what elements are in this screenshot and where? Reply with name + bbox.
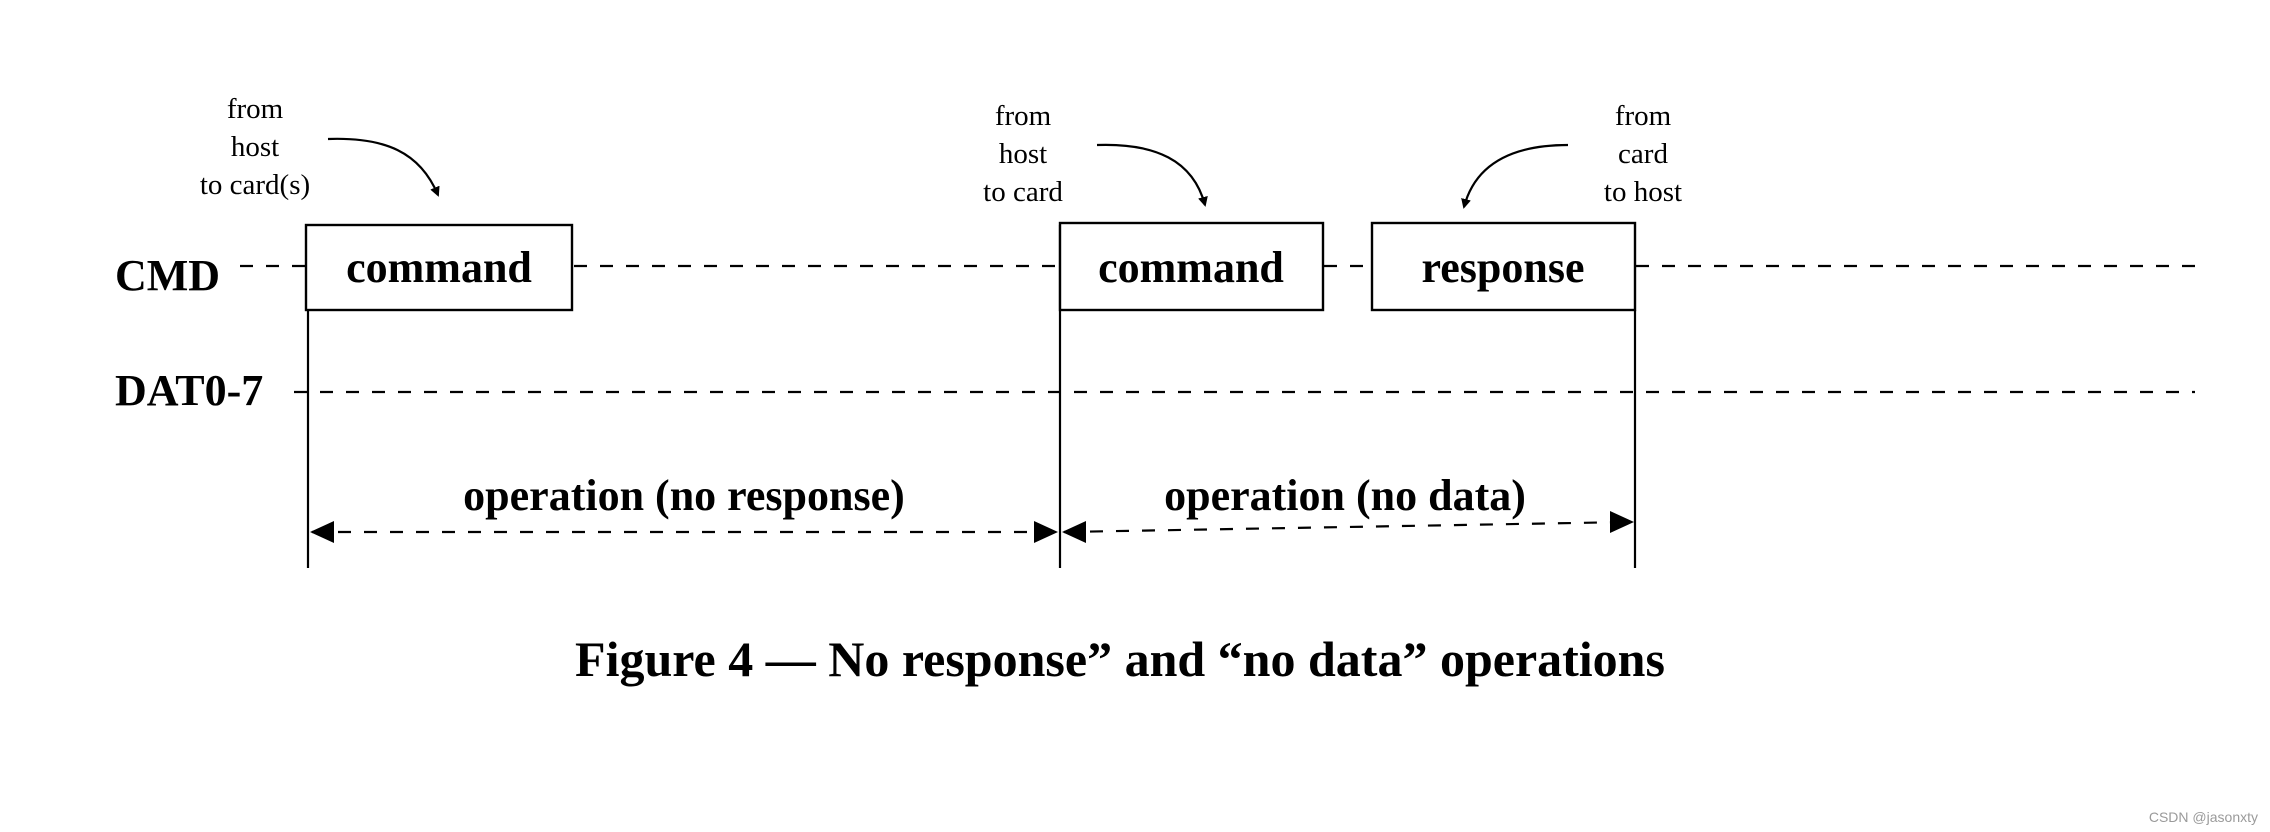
operation-no-response: operation (no response) (310, 471, 1058, 543)
note-line: from (227, 93, 284, 125)
command-box-2: command (1058, 221, 1325, 312)
arrowhead-right (1034, 521, 1058, 543)
curved-arrow (1461, 143, 1569, 209)
operation-no-response-label: operation (no response) (463, 471, 905, 520)
note-line: host (231, 131, 279, 163)
cmd-signal-label: CMD (115, 251, 220, 300)
arrowhead-left (1062, 521, 1086, 543)
note-line: from (995, 100, 1052, 132)
note-card-to-host: from card to host (1461, 100, 1682, 209)
note-line: card (1618, 138, 1668, 170)
arrowhead-left (310, 521, 334, 543)
note-host-to-cards: from host to card(s) (200, 93, 440, 201)
watermark: CSDN @jasonxty (2149, 809, 2258, 825)
figure-caption: Figure 4 — No response” and “no data” op… (575, 631, 1665, 687)
note-line: from (1615, 100, 1672, 132)
command-label-1: command (346, 243, 532, 292)
arrowhead-right (1610, 511, 1634, 533)
note-line: to card(s) (200, 169, 310, 201)
operation-no-data: operation (no data) (1062, 471, 1634, 543)
note-line: host (999, 138, 1047, 170)
note-line: to host (1604, 176, 1682, 208)
curved-arrow (1096, 143, 1208, 207)
note-line: to card (983, 176, 1063, 208)
operation-no-data-label: operation (no data) (1164, 471, 1526, 520)
response-box: response (1370, 221, 1637, 312)
dat-signal-label: DAT0-7 (115, 366, 263, 415)
curved-arrow (327, 137, 440, 197)
note-host-to-card: from host to card (983, 100, 1208, 208)
double-arrow (1063, 520, 1631, 534)
command-label-2: command (1098, 243, 1284, 292)
response-label: response (1422, 243, 1585, 292)
command-box-1: command (304, 223, 574, 312)
